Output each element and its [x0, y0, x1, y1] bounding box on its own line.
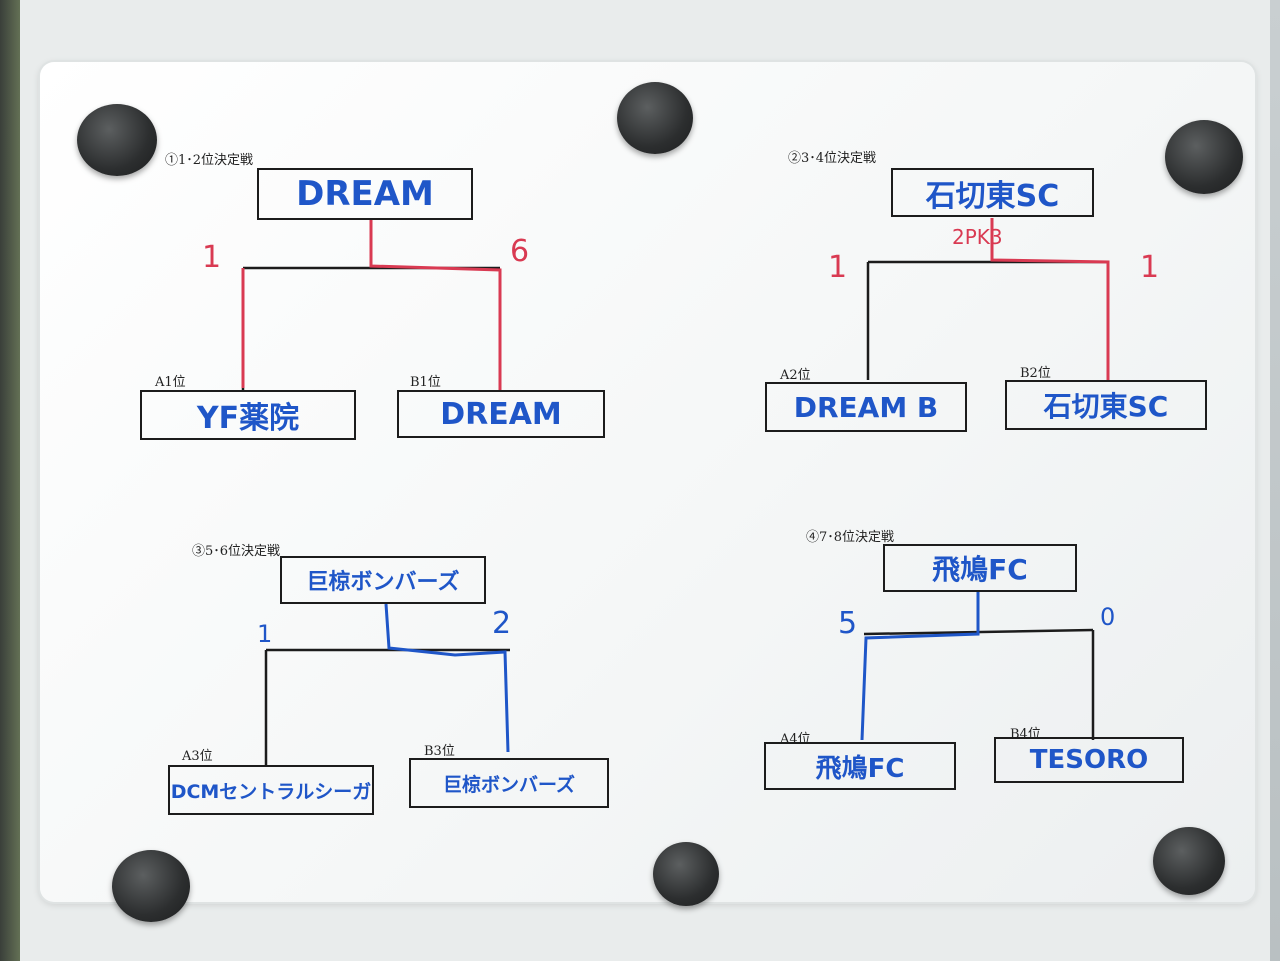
bracket-3-winner-box: 巨椋ボンバーズ: [280, 556, 486, 604]
bracket-4-winner-box: 飛鳩FC: [883, 544, 1077, 592]
bracket-3-winner-path: [384, 603, 510, 753]
bracket-1-left-score: 1: [202, 240, 222, 275]
bracket-3-right-score: 2: [492, 606, 512, 641]
bracket-1-winner-path: [369, 220, 502, 390]
bracket-1-left-seed: A1位: [155, 375, 186, 390]
bracket-2-pk-note: 2PK3: [952, 225, 1003, 249]
bracket-2-right-score: 1: [1140, 250, 1160, 285]
bracket-1-title: ①1･2位決定戦: [165, 153, 254, 168]
bracket-3-right-seed: B3位: [424, 744, 455, 759]
whiteboard: [40, 62, 1255, 902]
bracket-2-winner-box: 石切東SC: [891, 168, 1094, 217]
magnet-bottom-right: [1153, 827, 1225, 895]
bracket-3-lines: [264, 603, 510, 765]
bracket-2-left-score: 1: [828, 250, 848, 285]
bracket-2-right-seed: B2位: [1020, 366, 1051, 381]
bracket-4-title: ④7･8位決定戦: [806, 530, 895, 545]
bracket-3-left-score: 1: [257, 620, 273, 648]
bracket-2-right-team: 石切東SC: [1005, 380, 1207, 430]
magnet-bottom-center: [653, 842, 719, 906]
bracket-2-lines: [866, 218, 1110, 380]
bracket-1-left-team: YF薬院: [140, 390, 356, 440]
bracket-1-right-score: 6: [510, 234, 530, 269]
bracket-4-right-score: 0: [1100, 603, 1116, 631]
bracket-1-winner-box: DREAM: [257, 168, 473, 220]
bracket-4-left-score: 5: [838, 606, 858, 641]
bracket-2-title: ②3･4位決定戦: [788, 151, 877, 166]
magnet-top-left: [77, 104, 157, 176]
bracket-1-lines: [241, 220, 502, 390]
bracket-3-left-seed: A3位: [182, 749, 213, 764]
bracket-4-right-team: TESORO: [994, 737, 1184, 783]
bracket-3-left-team: DCMセントラルシーガ: [168, 765, 374, 815]
bracket-2-left-seed: A2位: [780, 368, 811, 383]
bracket-1-right-team: DREAM: [397, 390, 605, 438]
bracket-2-winner-path: [990, 218, 1110, 380]
bracket-4-winner-path: [860, 592, 980, 741]
bracket-4-left-team: 飛鳩FC: [764, 742, 956, 790]
magnet-bottom-left: [112, 850, 190, 922]
magnet-top-right: [1165, 120, 1243, 194]
bracket-3-right-team: 巨椋ボンバーズ: [409, 758, 609, 808]
bracket-4-lines: [860, 592, 1095, 741]
bracket-2-left-team: DREAM B: [765, 382, 967, 432]
bracket-3-title: ③5･6位決定戦: [192, 544, 281, 559]
magnet-top-center: [617, 82, 693, 154]
bracket-1-right-seed: B1位: [410, 375, 441, 390]
